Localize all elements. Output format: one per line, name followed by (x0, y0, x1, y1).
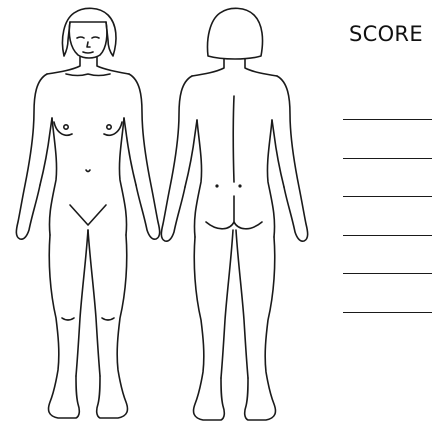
front-arm-right (129, 74, 160, 239)
front-nose (87, 42, 90, 47)
back-inner-arm-left (185, 120, 197, 187)
back-torso-left (194, 120, 201, 237)
score-line-5[interactable] (343, 273, 432, 274)
score-entry-lines (343, 119, 432, 351)
front-knee-right (102, 318, 114, 320)
score-line-1[interactable] (343, 119, 432, 120)
front-inner-arm-left (40, 118, 52, 185)
back-arm-left (161, 76, 192, 241)
front-collarbones (66, 74, 110, 76)
back-leg-left-inner (221, 230, 233, 378)
score-heading: SCORE (349, 24, 423, 45)
front-leg-right-outer (97, 235, 128, 418)
score-line-2[interactable] (343, 158, 432, 159)
front-nipple-left (64, 125, 68, 129)
back-buttocks (206, 222, 262, 229)
back-neck-right (245, 59, 277, 76)
front-neck-right (97, 57, 129, 74)
front-hair (62, 8, 116, 56)
front-torso-right (119, 118, 126, 235)
back-dimple-left (215, 184, 218, 187)
back-neck-left (192, 59, 224, 76)
score-line-4[interactable] (343, 235, 432, 236)
score-line-3[interactable] (343, 196, 432, 197)
score-line-6[interactable] (343, 312, 432, 313)
back-figure (161, 8, 307, 420)
back-inner-arm-right (272, 120, 284, 187)
front-neck-left (47, 57, 80, 74)
back-dimple-right (238, 184, 241, 187)
back-spine (233, 96, 234, 182)
front-nipple-right (107, 125, 111, 129)
front-pelvis (70, 205, 106, 225)
back-leg-right-inner (236, 230, 248, 378)
front-leg-right-inner (88, 230, 100, 376)
front-figure (16, 8, 159, 418)
back-leg-right-outer (245, 237, 276, 420)
back-leg-left-outer (194, 237, 225, 420)
back-arm-right (277, 76, 308, 241)
front-leg-left-inner (76, 230, 88, 376)
front-torso-left (49, 118, 56, 235)
back-hair (208, 8, 263, 59)
front-breast-left (54, 122, 72, 135)
front-eye-right (92, 37, 99, 38)
front-knee-left (62, 318, 74, 320)
front-arm-left (16, 74, 47, 239)
front-leg-left-outer (49, 235, 80, 418)
back-torso-right (267, 120, 274, 237)
front-mouth (83, 52, 93, 53)
front-inner-arm-right (124, 118, 136, 185)
front-eye-left (77, 37, 84, 38)
front-navel (86, 170, 90, 172)
